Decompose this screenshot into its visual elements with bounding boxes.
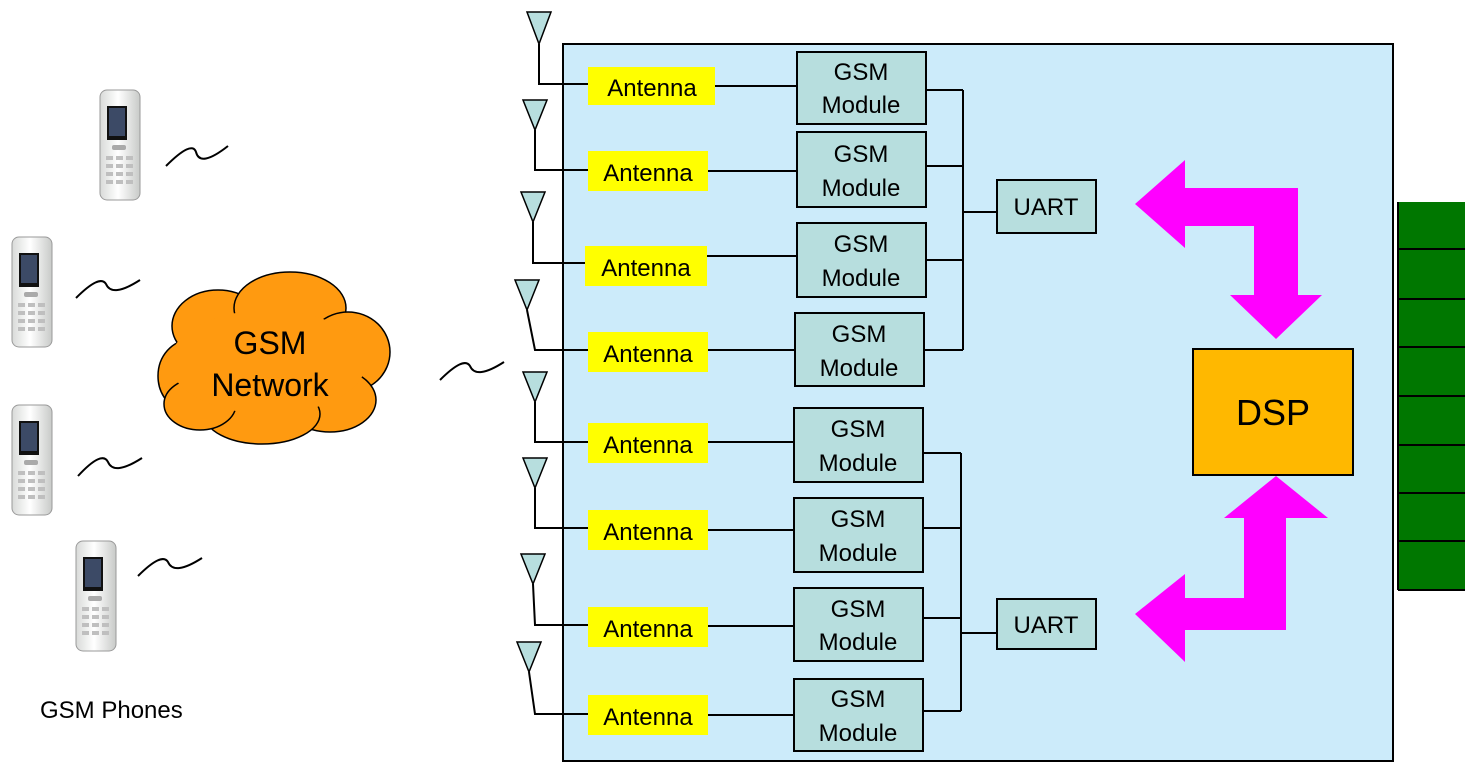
gsm-module-label-line1: GSM [834, 231, 889, 258]
antenna-chain: Antenna [515, 641, 794, 735]
gsm-modules: GSM Module GSM Module GSM Module GSM Mod… [793, 51, 927, 752]
antenna-chain: Antenna [525, 11, 797, 105]
phone-icon [11, 404, 53, 516]
gsm-module: GSM Module [796, 131, 927, 208]
signal-wave-icon [75, 279, 141, 299]
antenna-label: Antenna [607, 75, 697, 102]
gsm-module-label-line1: GSM [831, 686, 886, 713]
gsm-module: GSM Module [793, 678, 924, 752]
antenna-box [588, 695, 708, 735]
antenna-chain: Antenna [519, 553, 794, 647]
phone-icon [11, 236, 53, 348]
antenna-icon [525, 11, 553, 47]
network-label-line2: Network [211, 367, 329, 403]
phones-label: GSM Phones [40, 697, 183, 724]
gsm-module: GSM Module [793, 587, 924, 662]
antenna-label: Antenna [601, 255, 691, 282]
phone-icon [99, 89, 141, 201]
antenna-icon [521, 457, 549, 491]
phone-icon [75, 540, 117, 652]
antenna-chain: Antenna [521, 371, 794, 463]
uart-label: UART [1014, 612, 1079, 639]
gsm-network-cloud: GSM Network [157, 271, 391, 445]
antenna-label: Antenna [603, 519, 693, 546]
antenna-label: Antenna [603, 616, 693, 643]
antenna-icon [515, 641, 543, 675]
uart-label: UART [1014, 194, 1079, 221]
antenna-icon [519, 191, 547, 225]
signal-wave-icon [77, 457, 143, 477]
gsm-module-label-line1: GSM [831, 506, 886, 533]
gsm-module: GSM Module [794, 312, 925, 387]
gsm-module-label-line2: Module [819, 540, 898, 567]
gsm-module-label-line1: GSM [832, 321, 887, 348]
antenna-box [588, 151, 708, 191]
dsp-block: DSP [1192, 348, 1354, 476]
gsm-module-label-line1: GSM [834, 59, 889, 86]
gsm-phones [11, 89, 141, 652]
gsm-module-label-line2: Module [819, 450, 898, 477]
gsm-module-label-line2: Module [819, 629, 898, 656]
antenna-box [588, 510, 708, 550]
signal-wave-icon [165, 145, 229, 167]
edge-connector [1397, 202, 1465, 591]
antenna-icon [521, 371, 549, 405]
gsm-module: GSM Module [796, 51, 927, 125]
signal-wave-icon [137, 557, 203, 577]
signal-wave-icon [439, 361, 505, 381]
antenna-label: Antenna [603, 432, 693, 459]
signal-waves [75, 145, 505, 577]
gsm-module-label-line1: GSM [834, 141, 889, 168]
uart-bottom: UART [996, 598, 1097, 650]
module-bus-top [924, 89, 997, 351]
gsm-module-label-line2: Module [822, 175, 901, 202]
gsm-module-label-line2: Module [822, 265, 901, 292]
antenna-label: Antenna [603, 160, 693, 187]
antenna-icon [519, 553, 547, 587]
gsm-module-label-line2: Module [820, 355, 899, 382]
antenna-label: Antenna [603, 704, 693, 731]
antenna-box [588, 332, 708, 372]
antenna-icon [513, 279, 541, 313]
antenna-icon [521, 99, 549, 133]
gsm-module: GSM Module [796, 222, 927, 298]
antenna-chain: Antenna [513, 279, 797, 372]
gsm-module-label-line1: GSM [831, 596, 886, 623]
gsm-module: GSM Module [793, 407, 924, 483]
bidirectional-arrow-icon [1135, 476, 1328, 662]
module-bus-bottom [923, 452, 997, 712]
antenna-box [585, 246, 707, 286]
antenna-chain: Antenna [519, 191, 797, 286]
gsm-module-label-line1: GSM [831, 416, 886, 443]
antenna-chain: Antenna [521, 99, 797, 191]
antenna-box [588, 423, 708, 463]
antenna-box [588, 607, 708, 647]
gsm-module: GSM Module [793, 497, 924, 573]
gsm-module-label-line2: Module [822, 92, 901, 119]
network-label-line1: GSM [234, 325, 307, 361]
antenna-box [588, 67, 715, 105]
dsp-label: DSP [1236, 392, 1310, 433]
antenna-chain: Antenna [521, 457, 794, 550]
uart-top: UART [996, 179, 1097, 234]
antenna-label: Antenna [603, 341, 693, 368]
antenna-chains: Antenna Antenna Antenna Antenna [513, 11, 797, 735]
bidirectional-arrow-icon [1135, 160, 1322, 339]
gsm-module-label-line2: Module [819, 720, 898, 747]
